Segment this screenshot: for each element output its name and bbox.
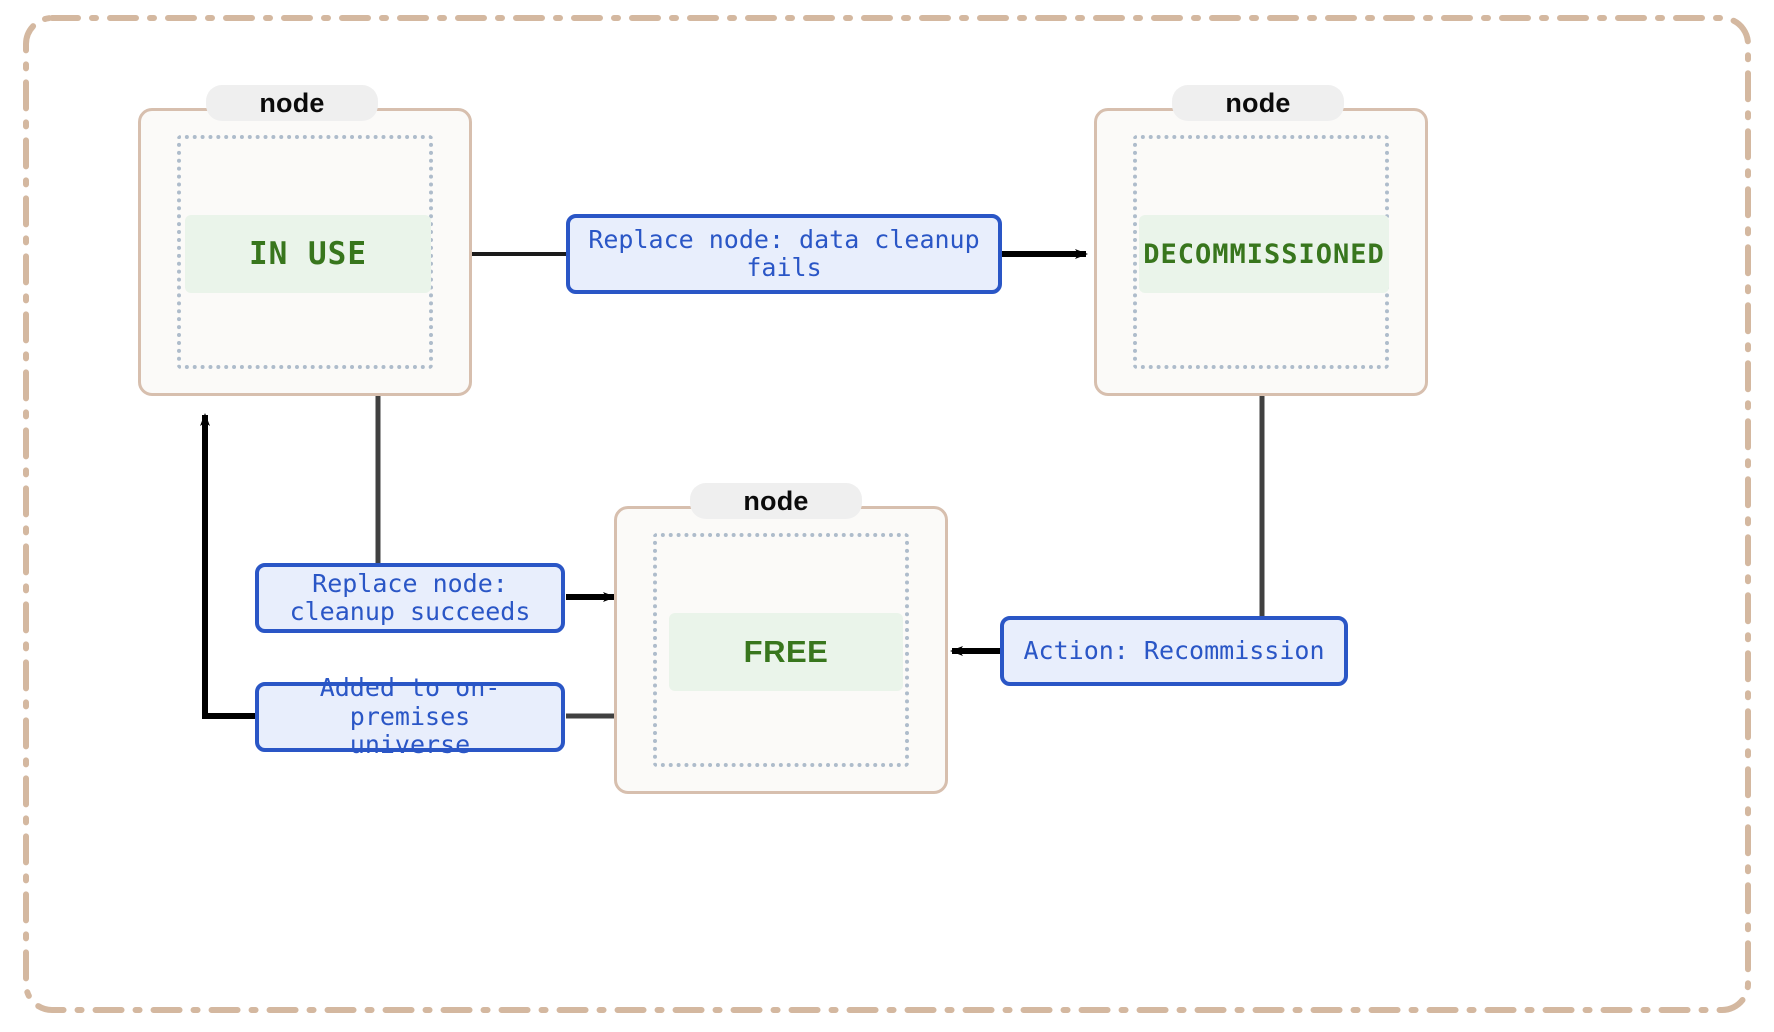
node-in-use-inner-border [177, 135, 433, 369]
state-label-free: FREE [743, 634, 829, 669]
node-in-use[interactable]: IN USE [138, 108, 472, 396]
state-label-decommissioned: DECOMMISSIONED [1143, 238, 1385, 270]
state-chip-in-use[interactable]: IN USE [185, 215, 431, 293]
edge-label-added-onprem-to-in-use [200, 413, 255, 719]
edge-label-replace-node-cleanup-fails[interactable]: Replace node: data cleanup fails [566, 214, 1002, 294]
node-free-inner-border [653, 533, 909, 767]
edge-label-replace-node-cleanup-succeeds[interactable]: Replace node: cleanup succeeds [255, 563, 565, 633]
node-free[interactable]: FREE [614, 506, 948, 794]
node-badge-decommissioned: node [1172, 85, 1344, 121]
state-chip-decommissioned[interactable]: DECOMMISSIONED [1139, 215, 1389, 293]
node-decommissioned[interactable]: DECOMMISSIONED [1094, 108, 1428, 396]
edge-label-action-recommission[interactable]: Action: Recommission [1000, 616, 1348, 686]
node-badge-free: node [690, 483, 862, 519]
state-label-in-use: IN USE [249, 236, 367, 272]
edge-label-added-to-on-premises-universe[interactable]: Added to on-premises universe [255, 674, 565, 759]
state-chip-free[interactable]: FREE [669, 613, 903, 691]
node-badge-in-use: node [206, 85, 378, 121]
